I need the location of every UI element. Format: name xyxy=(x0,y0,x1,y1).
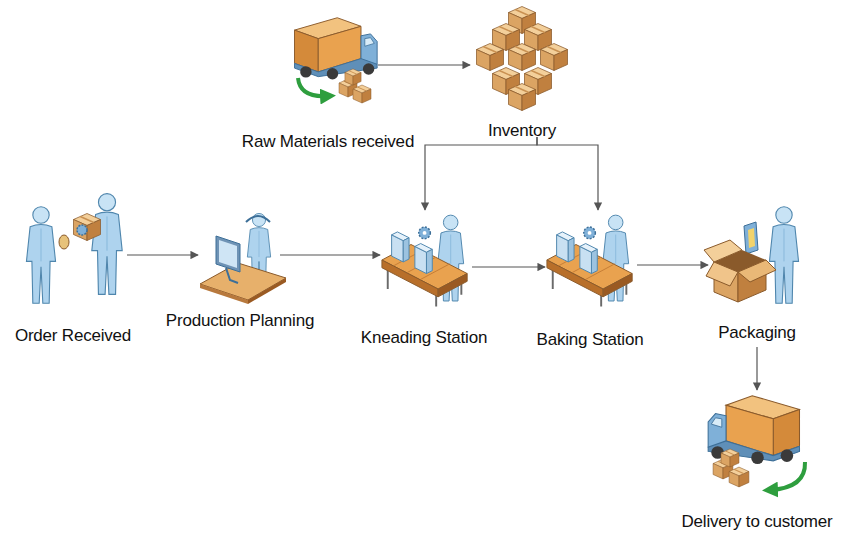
inventory-stack xyxy=(477,7,568,111)
process-node: Delivery to customer xyxy=(705,390,810,500)
node-label: Production Planning xyxy=(166,311,314,331)
process-node: Baking Station xyxy=(545,210,637,310)
flow-arrow xyxy=(378,64,470,65)
order-people xyxy=(26,194,122,304)
process-node: Production Planning xyxy=(198,212,280,302)
flow-arrow xyxy=(280,254,380,255)
raw-materials-truck xyxy=(295,18,378,103)
process-node: Kneading Station xyxy=(380,210,472,310)
delivery-truck xyxy=(708,396,805,490)
kneading-conveyor xyxy=(382,215,467,306)
node-label: Delivery to customer xyxy=(682,512,833,532)
node-label: Kneading Station xyxy=(361,328,487,348)
baking-conveyor xyxy=(547,215,632,306)
flow-arrow xyxy=(425,137,537,210)
node-label: Raw Materials received xyxy=(242,132,414,152)
packaging-box xyxy=(704,207,799,303)
flow-arrow xyxy=(637,264,708,265)
process-node: Raw Materials received xyxy=(283,12,378,107)
flow-arrow xyxy=(127,254,198,255)
node-label: Order Received xyxy=(15,326,131,346)
node-label: Inventory xyxy=(488,121,556,141)
node-label: Baking Station xyxy=(537,330,644,350)
flow-arrow xyxy=(472,266,545,267)
flow-arrow xyxy=(756,347,757,390)
process-node: Packaging xyxy=(708,205,803,347)
process-node: Order Received xyxy=(22,190,127,305)
node-label: Packaging xyxy=(718,323,796,343)
planning-desk xyxy=(200,213,286,304)
flow-arrow xyxy=(537,137,598,210)
process-node: Inventory xyxy=(470,5,575,137)
